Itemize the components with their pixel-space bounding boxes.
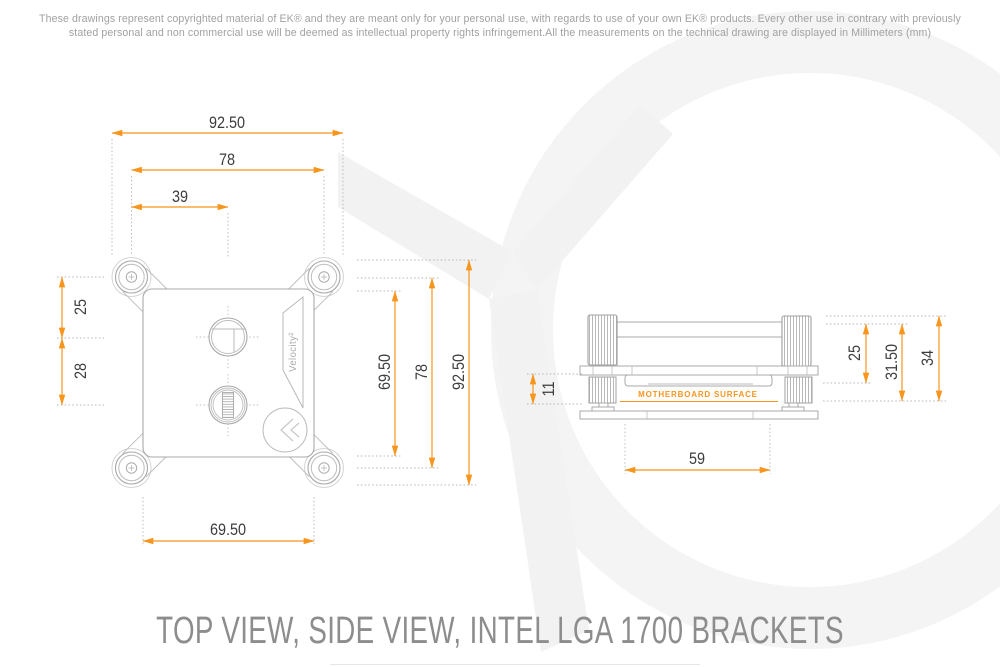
dim-label-base-width: 59 xyxy=(689,450,705,468)
dim-label-right-block-height: 69.50 xyxy=(376,354,394,390)
disclaimer-line-2: stated personal and non commercial use w… xyxy=(68,26,932,39)
cold-plate xyxy=(624,374,773,387)
dim-label-bottom-block-width: 69.50 xyxy=(210,521,246,539)
dim-label-left-upper: 25 xyxy=(72,299,90,315)
side-view: MOTHERBOARD SURFACE xyxy=(527,314,946,474)
ek-badge xyxy=(262,407,308,453)
top-view-dimension-lines xyxy=(58,129,473,545)
copyright-disclaimer: These drawings represent copyrighted mat… xyxy=(0,13,1000,40)
screw-feet xyxy=(591,402,805,413)
standoff-right xyxy=(784,376,813,404)
drawing-title: TOP VIEW, SIDE VIEW, INTEL LGA 1700 BRAC… xyxy=(156,610,844,652)
side-body-fill xyxy=(617,322,782,366)
dim-label-width-to-port: 39 xyxy=(172,188,188,206)
port-top xyxy=(208,317,248,357)
ek-badge-glyph xyxy=(280,418,300,442)
ek-watermark-chevron-lower xyxy=(489,290,589,652)
bottom-edge-artifact xyxy=(330,664,700,665)
mount-hole-bottom-left xyxy=(111,427,172,488)
side-view-extension-lines xyxy=(527,315,946,474)
side-view-dimension-lines xyxy=(529,315,943,474)
dim-label-bracket-offset: 11 xyxy=(540,382,558,397)
bracket-plate xyxy=(579,365,819,376)
thumb-nut-right xyxy=(781,315,812,367)
dim-label-width-hole-centers: 78 xyxy=(219,151,235,169)
disclaimer-line-1: These drawings represent copyrighted mat… xyxy=(39,13,961,25)
standoff-left xyxy=(588,376,617,404)
dim-label-height-25: 25 xyxy=(846,345,864,361)
mount-hole-bottom-right xyxy=(283,427,344,488)
ek-watermark-chevron-right xyxy=(513,105,673,290)
backplate-ticks xyxy=(646,411,754,419)
dim-label-height-31-50: 31.50 xyxy=(883,344,901,380)
thumb-nut-left xyxy=(587,314,618,366)
velocity-badge xyxy=(282,295,304,409)
port-bottom-threaded xyxy=(208,385,248,425)
drawing-title-wrap: TOP VIEW, SIDE VIEW, INTEL LGA 1700 BRAC… xyxy=(0,610,1000,653)
product-label: Velocity² xyxy=(288,332,300,372)
dim-label-right-hole-centers: 78 xyxy=(413,364,431,380)
top-view: Velocity² xyxy=(57,114,476,546)
bracket-plate-ticks xyxy=(592,366,808,375)
mount-hole-top-left xyxy=(111,257,172,318)
backplate xyxy=(579,410,819,420)
dim-label-width-overall: 92.50 xyxy=(209,114,245,132)
dim-label-height-overall: 34 xyxy=(919,350,937,366)
motherboard-surface-label: MOTHERBOARD SURFACE xyxy=(638,390,758,399)
top-view-extension-lines xyxy=(57,139,476,546)
dim-label-left-lower: 28 xyxy=(72,363,90,379)
dim-label-right-overall: 92.50 xyxy=(450,354,468,390)
